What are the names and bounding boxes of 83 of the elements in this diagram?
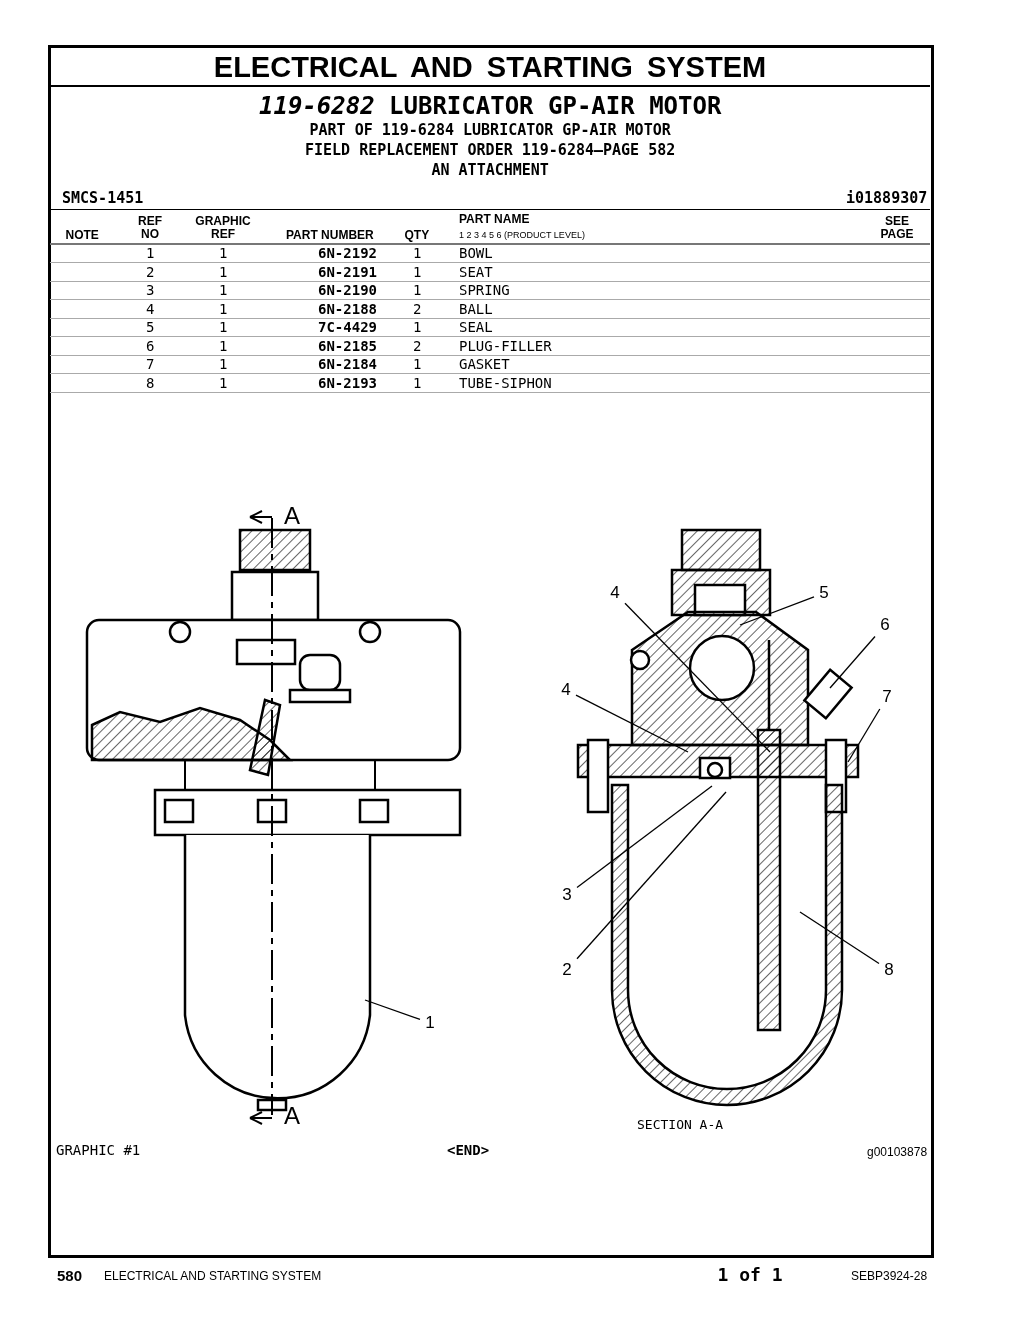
page-number: 580 <box>57 1268 83 1285</box>
table-cell: 6 <box>146 338 155 354</box>
table-cell: GASKET <box>459 357 510 373</box>
section-letter: A <box>284 1103 300 1130</box>
end-marker: <END> <box>447 1143 490 1159</box>
column-header: NOTE <box>65 229 99 243</box>
table-cell: 2 <box>413 301 422 317</box>
table-cell: 6N-2192 <box>318 246 377 262</box>
table-cell: 1 <box>413 283 422 299</box>
page-title: ELECTRICAL AND STARTING SYSTEM <box>212 52 768 84</box>
graphic-id: g00103878 <box>867 1146 928 1160</box>
table-cell: 1 <box>219 320 228 336</box>
callout-number: 7 <box>878 686 896 708</box>
table-cell: 1 <box>219 301 228 317</box>
table-cell: 1 <box>219 283 228 299</box>
leader-line <box>829 635 876 689</box>
column-header: GRAPHIC REF <box>194 215 252 242</box>
leader-line <box>739 596 815 626</box>
leader-line <box>799 911 880 965</box>
table-cell: 6N-2193 <box>318 375 377 391</box>
column-header: SEE PAGE <box>879 215 915 242</box>
table-cell: 6N-2191 <box>318 264 377 280</box>
table-cell: 7 <box>146 357 155 373</box>
callout-number: 4 <box>606 582 624 604</box>
code-text: SMCS-1451 <box>62 190 144 207</box>
table-cell: 6N-2188 <box>318 301 377 317</box>
footer-text: ELECTRICAL AND STARTING SYSTEM <box>104 1270 322 1284</box>
table-cell: 1 <box>413 264 422 280</box>
table-cell: 1 <box>219 246 228 262</box>
table-cell: 4 <box>146 301 155 317</box>
table-cell: TUBE-SIPHON <box>459 375 552 391</box>
table-cell: SEAT <box>459 264 493 280</box>
subtitle: FIELD REPLACEMENT ORDER 119-6284—PAGE 582 <box>305 142 676 159</box>
table-cell: 1 <box>413 375 422 391</box>
leader-line <box>624 602 771 753</box>
leader-line <box>364 999 421 1021</box>
table-cell: 7C-4429 <box>318 320 377 336</box>
column-header: REF NO <box>137 215 163 242</box>
column-header: 1 2 3 4 5 6 (PRODUCT LEVEL) <box>459 231 585 241</box>
code-text: i01889307 <box>846 190 928 207</box>
column-header: PART NUMBER <box>286 229 374 243</box>
column-header: PART NAME <box>459 213 530 227</box>
table-cell: 1 <box>219 338 228 354</box>
section-letter: A <box>284 503 300 530</box>
column-header: QTY <box>404 229 430 243</box>
graphic-number: GRAPHIC #1 <box>56 1143 141 1159</box>
subtitle: AN ATTACHMENT <box>431 162 549 179</box>
table-cell: BOWL <box>459 246 493 262</box>
leader-line <box>576 791 727 960</box>
leader-line <box>575 694 689 753</box>
callout-number: 3 <box>558 884 576 906</box>
table-cell: 2 <box>413 338 422 354</box>
leader-line <box>576 785 713 889</box>
part-title: 119-6282 LUBRICATOR GP-AIR MOTOR <box>259 93 722 120</box>
table-cell: 1 <box>219 375 228 391</box>
callout-number: 8 <box>880 959 898 981</box>
table-cell: 5 <box>146 320 155 336</box>
callout-number: 4 <box>557 679 575 701</box>
table-cell: 6N-2185 <box>318 338 377 354</box>
table-cell: 1 <box>413 246 422 262</box>
table-cell: 6N-2190 <box>318 283 377 299</box>
table-cell: 1 <box>146 246 155 262</box>
callout-number: 5 <box>815 582 833 604</box>
table-cell: 6N-2184 <box>318 357 377 373</box>
table-cell: BALL <box>459 301 493 317</box>
table-cell: SPRING <box>459 283 510 299</box>
table-cell: 8 <box>146 375 155 391</box>
callout-number: 2 <box>558 959 576 981</box>
document-number: SEBP3924-28 <box>851 1270 928 1284</box>
table-cell: 1 <box>413 357 422 373</box>
subtitle: PART OF 119-6284 LUBRICATOR GP-AIR MOTOR <box>309 122 671 139</box>
table-cell: 2 <box>146 264 155 280</box>
table-cell: 1 <box>413 320 422 336</box>
table-cell: SEAL <box>459 320 493 336</box>
table-cell: 3 <box>146 283 155 299</box>
callout-number: 1 <box>421 1012 439 1034</box>
table-cell: 1 <box>219 357 228 373</box>
leader-line <box>847 708 881 763</box>
page-count: 1 of 1 <box>717 1265 783 1285</box>
table-cell: 1 <box>219 264 228 280</box>
callout-number: 6 <box>876 614 894 636</box>
table-cell: PLUG-FILLER <box>459 338 552 354</box>
section-label: SECTION A-A <box>637 1118 724 1133</box>
